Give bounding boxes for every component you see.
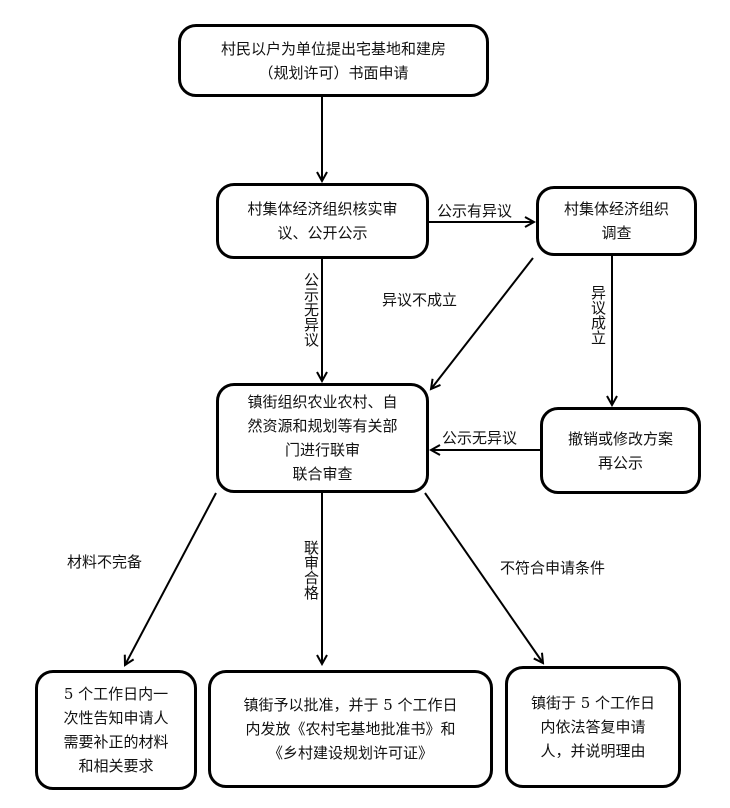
node-text: （规划许可）书面申请 bbox=[258, 63, 409, 82]
edge-label-objection: 公示有异议 bbox=[437, 202, 513, 220]
arrow-investigate-to-joint bbox=[431, 257, 534, 389]
node-text: 《乡村建设规划许可证》 bbox=[267, 744, 433, 762]
arrow-joint-to-reject bbox=[424, 492, 543, 663]
node-text: 村集体经济组织 bbox=[563, 200, 669, 218]
node-apply: 村民以户为单位提出宅基地和建房 （规划许可）书面申请 bbox=[178, 24, 489, 97]
node-text: 村民以户为单位提出宅基地和建房 bbox=[220, 39, 446, 58]
node-village-review: 村集体经济组织核实审 议、公开公示 bbox=[216, 183, 429, 259]
node-text: 调查 bbox=[601, 224, 632, 242]
node-text: 人，并说明理由 bbox=[540, 742, 646, 760]
edge-label-materials-incomplete: 材料不完备 bbox=[67, 552, 143, 572]
node-town-joint-review: 镇街组织农业农村、自 然资源和规划等有关部 门进行联审 联合审查 bbox=[216, 383, 429, 493]
node-text: 需要补正的材料 bbox=[63, 733, 169, 751]
node-text: 议、公开公示 bbox=[277, 224, 368, 242]
node-text: 内依法答复申请 bbox=[540, 718, 646, 736]
edge-label-not-eligible: 不符合申请条件 bbox=[500, 558, 606, 578]
node-village-investigate: 村集体经济组织 调查 bbox=[536, 186, 697, 256]
node-text: 和相关要求 bbox=[78, 757, 154, 775]
node-text: 次性告知申请人 bbox=[63, 709, 169, 727]
node-text: 镇街于 5 个工作日 bbox=[530, 694, 656, 712]
node-text: 再公示 bbox=[597, 453, 643, 472]
node-text: 门进行联审 bbox=[284, 441, 360, 459]
node-revoke-modify: 撤销或修改方案 再公示 bbox=[540, 407, 701, 494]
arrow-joint-to-incomplete bbox=[125, 492, 217, 665]
edge-label-objection-invalid: 异议不成立 bbox=[382, 291, 458, 309]
node-incomplete-notice: 5 个工作日内一 次性告知申请人 需要补正的材料 和相关要求 bbox=[35, 670, 197, 790]
node-text: 撤销或修改方案 bbox=[567, 429, 673, 448]
node-text: 5 个工作日内一 bbox=[63, 685, 169, 703]
edge-label-objection-valid: 异议成立 bbox=[589, 285, 608, 345]
node-approve: 镇街予以批准，并于 5 个工作日 内发放《农村宅基地批准书》和 《乡村建设规划许… bbox=[208, 670, 493, 788]
edge-label-review-passed: 联审合格 bbox=[302, 540, 321, 600]
node-reject: 镇街于 5 个工作日 内依法答复申请 人，并说明理由 bbox=[505, 666, 681, 788]
node-text: 联合审查 bbox=[292, 465, 353, 483]
edge-label-no-objection-down: 公示无异议 bbox=[302, 272, 321, 347]
node-text: 然资源和规划等有关部 bbox=[247, 417, 398, 435]
edge-label-no-objection-left: 公示无异议 bbox=[442, 429, 518, 447]
node-text: 内发放《农村宅基地批准书》和 bbox=[245, 720, 456, 738]
node-text: 村集体经济组织核实审 bbox=[247, 200, 398, 218]
node-text: 镇街组织农业农村、自 bbox=[247, 393, 398, 411]
node-text: 镇街予以批准，并于 5 个工作日 bbox=[243, 696, 458, 714]
